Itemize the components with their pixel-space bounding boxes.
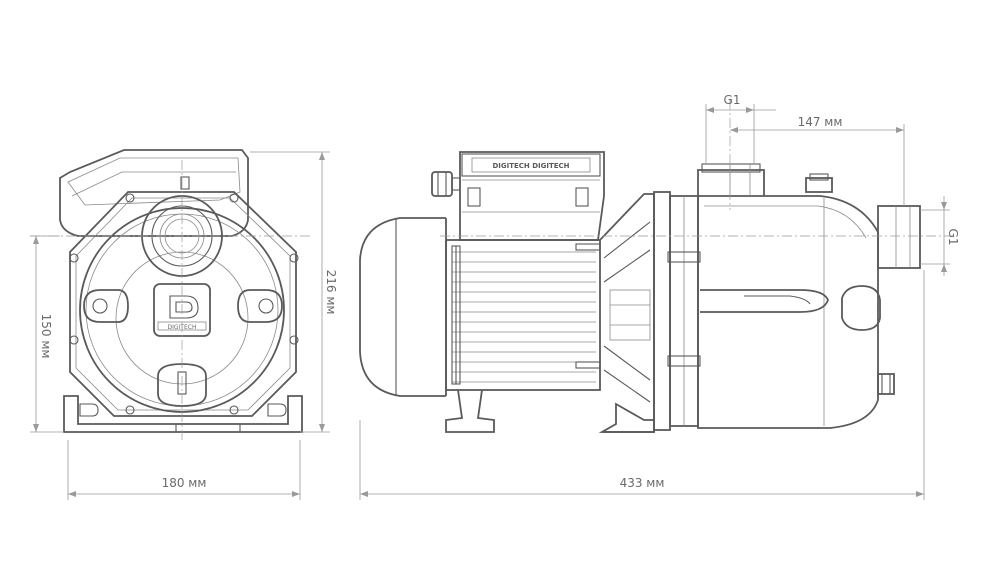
dim-front-height: 216 мм xyxy=(324,270,338,315)
front-view: DIGITECH xyxy=(30,149,310,440)
front-top-pin xyxy=(180,176,190,190)
front-top-cover xyxy=(59,149,249,237)
cable-gland xyxy=(431,171,453,197)
motor-end-cap xyxy=(359,217,446,397)
front-body-octagon xyxy=(69,191,297,417)
side-boss xyxy=(841,285,881,331)
front-right-lug xyxy=(237,289,283,323)
front-left-lug xyxy=(83,289,129,323)
terminal-box xyxy=(459,151,605,241)
side-dimensions: 433 мм G1 147 мм G1 xyxy=(359,93,960,500)
pump-housing xyxy=(697,195,879,429)
dim-inlet-thread: G1 xyxy=(724,93,741,107)
nameplate xyxy=(461,153,601,177)
cooling-fins xyxy=(452,251,596,383)
flange-ring xyxy=(653,191,671,431)
drain-plug xyxy=(877,373,895,395)
foot-logo-left xyxy=(79,403,99,417)
bracket xyxy=(598,193,655,433)
motor-foot xyxy=(445,389,495,433)
outlet-port xyxy=(877,205,921,269)
inlet-neck xyxy=(697,169,765,196)
housing-rib xyxy=(700,289,829,313)
front-dimensions: 180 мм 216 мм 150 мм xyxy=(30,151,338,500)
priming-plug xyxy=(805,177,833,193)
side-view: DIGITECH DIGITECH xyxy=(359,100,950,433)
logo-mark xyxy=(169,295,199,319)
dim-outlet-thread: G1 xyxy=(946,229,960,246)
nameplate-text: DIGITECH DIGITECH xyxy=(492,162,569,170)
front-drain-plug xyxy=(157,363,207,407)
dim-front-axis-height: 150 мм xyxy=(39,314,53,359)
dim-front-width: 180 мм xyxy=(162,476,207,490)
front-feet xyxy=(63,395,303,433)
foot-logo-right xyxy=(267,403,287,417)
front-top-cover-inner xyxy=(67,157,241,206)
dim-total-length: 433 мм xyxy=(620,476,665,490)
dim-inlet-offset: 147 мм xyxy=(798,115,843,129)
